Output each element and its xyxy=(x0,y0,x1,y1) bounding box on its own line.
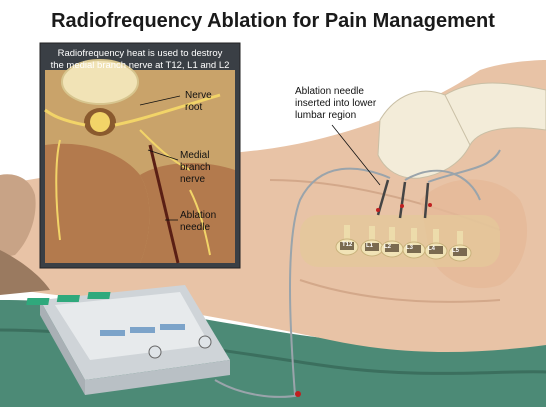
cross-section-inset xyxy=(39,42,241,269)
vertebra-l4 xyxy=(424,229,448,260)
inset-caption: Radiofrequency heat is used to destroy t… xyxy=(40,48,240,72)
vertebra-l5 xyxy=(448,231,472,262)
ablation-needle-label-line-2: needle xyxy=(180,222,211,233)
needle-cable xyxy=(289,167,391,396)
nerve-root-label-line-2: root xyxy=(185,102,203,113)
patient-head xyxy=(0,174,36,258)
medial-branch-label: Medial branch nerve xyxy=(180,150,211,186)
needle-annotation-line-2: inserted into lower xyxy=(295,98,377,109)
inset-caption-line-1: Radiofrequency heat is used to destroy xyxy=(57,48,223,59)
medial-branch-label-line-2: branch xyxy=(180,162,211,173)
ablation-needles xyxy=(376,179,432,219)
rf-generator xyxy=(26,285,230,395)
vertebra-label-l3: L3 xyxy=(406,245,414,251)
vertebra-t12 xyxy=(335,225,359,256)
ablation-needle-label: Ablation needle xyxy=(180,210,216,234)
vertebra-label-t12: T12 xyxy=(342,242,353,248)
vertebra-l3 xyxy=(402,228,426,259)
vertebra-label-l5: L5 xyxy=(452,248,460,254)
inset-caption-line-2: the medial branch nerve at T12, L1 and L… xyxy=(50,60,230,71)
needle-annotation: Ablation needle inserted into lower lumb… xyxy=(295,86,376,122)
medial-branch-label-line-1: Medial xyxy=(180,150,210,161)
nerve-root-label-line-1: Nerve xyxy=(185,90,212,101)
device-cable xyxy=(214,379,301,398)
page-title: Radiofrequency Ablation for Pain Managem… xyxy=(51,10,495,32)
nerve-root-label: Nerve root xyxy=(185,90,212,114)
medial-branch-label-line-3: nerve xyxy=(180,174,206,185)
ablation-needle-label-line-1: Ablation xyxy=(180,210,217,221)
needle-annotation-line-3: lumbar region xyxy=(295,110,357,121)
vertebra-label-l1: L1 xyxy=(366,243,374,249)
needle-annotation-line-1: Ablation needle xyxy=(295,86,364,97)
vertebra-label-l4: L4 xyxy=(428,246,436,252)
spine xyxy=(300,215,500,267)
vertebra-label-l2: L2 xyxy=(384,244,392,250)
